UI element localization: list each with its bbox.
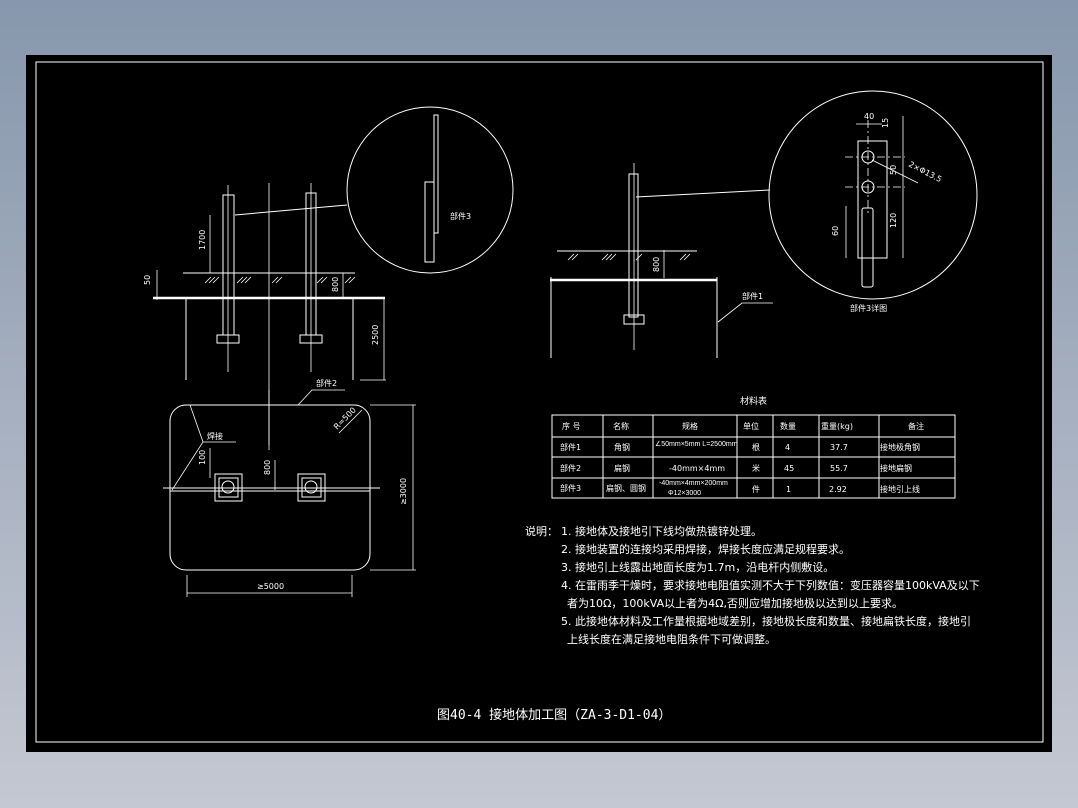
drawing-label: 部件3	[560, 483, 581, 493]
drawing-label: 1700	[198, 230, 207, 250]
drawing-label: 2.92	[829, 485, 847, 494]
drawing-label: 部件3	[450, 211, 471, 221]
sheet-frame	[35, 61, 1044, 743]
drawing-label: 件	[752, 484, 760, 494]
table-row: 部件1 角钢 ∠50mm×5mm L=2500mm 根 4 37.7 接地极角钢	[560, 440, 920, 452]
drawing-label: 米	[752, 463, 760, 473]
drawing-label: 单位	[743, 421, 759, 431]
drawing-label: 焊接	[207, 431, 223, 441]
drawing-label: 50	[889, 165, 898, 175]
drawing-label: 数量	[780, 421, 796, 431]
drawing-label: 接地扁钢	[880, 463, 912, 473]
drawing-label: 120	[889, 213, 898, 228]
drawing-label: 角钢	[614, 442, 630, 452]
rod-square-right	[297, 473, 326, 502]
drawing-label: 扁钢、圆钢	[606, 483, 646, 493]
drawing-label: 1. 接地体及接地引下线均做热镀锌处理。	[561, 524, 762, 538]
drawing-sheet	[26, 55, 1052, 752]
rod-square-left	[214, 473, 243, 502]
drawing-label: ∠50mm×5mm L=2500mm	[655, 440, 738, 448]
drawing-label: 40	[864, 112, 874, 121]
detail-leader	[635, 189, 771, 198]
round-bar	[861, 207, 874, 288]
drawing-label: 说明：	[525, 524, 558, 538]
drawing-label: -40mm×4mm×200mm	[659, 480, 728, 487]
table-row: 部件2 扁钢 -40mm×4mm 米 45 55.7 接地扁钢	[560, 463, 912, 473]
drawing-label: 2. 接地装置的连接均采用焊接，焊接长度应满足规程要求。	[561, 542, 850, 556]
drawing-label: 15	[881, 118, 890, 128]
drawing-label: 50	[143, 275, 152, 285]
drawing-label: 800	[331, 277, 340, 292]
middle-elevation: 800 部件1	[550, 163, 773, 358]
table-header: 序 号 名称 规格 单位 数量 重量(kg) 备注	[562, 421, 924, 431]
drawing-label: 5. 此接地体材料及工作量根据地域差别，接地极长度和数量、接地扁铁长度，接地引	[561, 614, 971, 628]
drawing-label: 3. 接地引上线露出地面长度为1.7m，沿电杆内侧敷设。	[561, 560, 834, 574]
drawing-label: 800	[263, 460, 272, 475]
plan-view: 焊接 R=500 100 800 ≥5000 ≥3000	[163, 390, 416, 597]
drawing-label: 60	[831, 226, 840, 236]
detail-circle-left: 部件3	[346, 106, 514, 274]
drawing-title: 图40-4 接地体加工图（ZA-3-D1-04）	[437, 707, 671, 723]
drawing-label: 上线长度在满足接地电阻条件下可做调整。	[567, 632, 776, 646]
materials-table: 材料表 序 号 名称 规格 单位 数量 重量(kg) 备注 部件1 角钢 ∠50…	[551, 395, 956, 499]
drawing-label: 45	[784, 464, 794, 473]
ground-hatch	[204, 276, 356, 284]
drawing-label: 1	[786, 485, 791, 494]
part1-leader	[717, 302, 773, 323]
drawing-label: 800	[652, 257, 661, 272]
drawing-label: 者为10Ω，100kVA以上者为4Ω,否则应增加接地极以达到以上要求。	[567, 596, 903, 610]
drawing-label: 扁钢	[614, 463, 630, 473]
drawing-label: 2500	[371, 325, 380, 345]
drawing-label: ≥3000	[399, 478, 408, 505]
drawing-label: 部件1	[742, 291, 763, 301]
drawing-label: 4	[785, 443, 790, 452]
drawing-label: 接地引上线	[880, 484, 920, 494]
part2-leader	[297, 389, 345, 406]
table-row: 部件3 扁钢、圆钢 -40mm×4mm×200mm Φ12×3000 件 1 2…	[560, 480, 920, 497]
drawing-label: Φ12×3000	[668, 490, 701, 497]
flat-bar-strip	[433, 114, 439, 234]
drawing-label: 名称	[613, 421, 629, 431]
drawing-label: 37.7	[830, 443, 848, 452]
drawing-label: 材料表	[740, 395, 767, 407]
drawing-label: 100	[198, 450, 207, 465]
drawing-label: 部件1	[560, 442, 581, 452]
drawing-label: 备注	[908, 421, 924, 431]
drawing-label: 重量(kg)	[821, 421, 853, 431]
drawing-label: ≥5000	[257, 582, 284, 591]
drawing-label: 接地极角钢	[880, 442, 920, 452]
drawing-label: 部件2	[560, 463, 581, 473]
drawing-label: 部件3详图	[850, 303, 887, 313]
drawing-label: 规格	[682, 421, 698, 431]
drawing-label: -40mm×4mm	[669, 464, 725, 473]
round-bar	[424, 181, 435, 263]
drawing-label: 55.7	[830, 464, 848, 473]
drawing-label: 序 号	[562, 421, 581, 431]
detail-leader	[234, 204, 348, 216]
drawing-label: 根	[752, 442, 760, 452]
ground-rod	[628, 173, 639, 318]
drawing-label: 4. 在雷雨季干燥时，要求接地电阻值实测不大于下列数值：变压器容量100kVA及…	[561, 578, 980, 592]
notes: 说明： 1. 接地体及接地引下线均做热镀锌处理。 2. 接地装置的连接均采用焊接…	[525, 524, 980, 646]
left-elevation: 1700 50 800 2500 部件2	[143, 183, 386, 450]
drawing-label: 部件2	[316, 378, 337, 388]
